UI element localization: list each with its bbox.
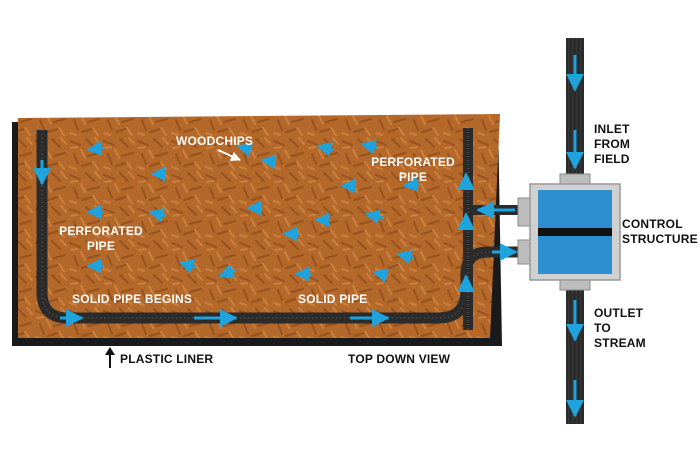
- flow-arrow-icon: [316, 141, 335, 157]
- flow-arrow-icon: [236, 142, 254, 157]
- perforated-pipe-right-label: PERFORATED PIPE: [371, 155, 455, 184]
- perforated-pipe-left-label: PERFORATED PIPE: [59, 224, 143, 253]
- control-structure: [517, 173, 621, 291]
- pointer-arrow-icon: [217, 149, 241, 161]
- flow-arrow-icon: [86, 140, 105, 156]
- outlet-label: OUTLET TO STREAM: [594, 306, 646, 350]
- up-arrow-icon: [105, 347, 115, 368]
- flow-arrow-icon: [364, 209, 385, 225]
- flow-arrows: [33, 55, 584, 418]
- top-down-view-label: TOP DOWN VIEW: [348, 352, 451, 366]
- flow-arrow-icon: [360, 139, 379, 155]
- flow-arrow-icon: [178, 259, 197, 274]
- woodchips-label: WOODCHIPS: [176, 134, 254, 148]
- flow-arrow-icon: [148, 207, 167, 223]
- flow-arrow-icon: [218, 264, 237, 279]
- solid-pipe-label: SOLID PIPE: [298, 292, 368, 306]
- flow-arrow-icon: [396, 249, 415, 265]
- flow-arrow-icon: [402, 176, 421, 192]
- flow-arrow-icon: [372, 268, 390, 283]
- outlet-pipe: [566, 288, 584, 424]
- seepage-arrows: [86, 139, 421, 283]
- control-structure-label: CONTROL STRUCTURE: [622, 217, 698, 246]
- flow-arrow-icon: [260, 154, 277, 170]
- plastic-liner-label: PLASTIC LINER: [120, 352, 214, 366]
- inlet-label: INLET FROM FIELD: [594, 122, 631, 166]
- solid-pipe-begins-label: SOLID PIPE BEGINS: [72, 292, 193, 306]
